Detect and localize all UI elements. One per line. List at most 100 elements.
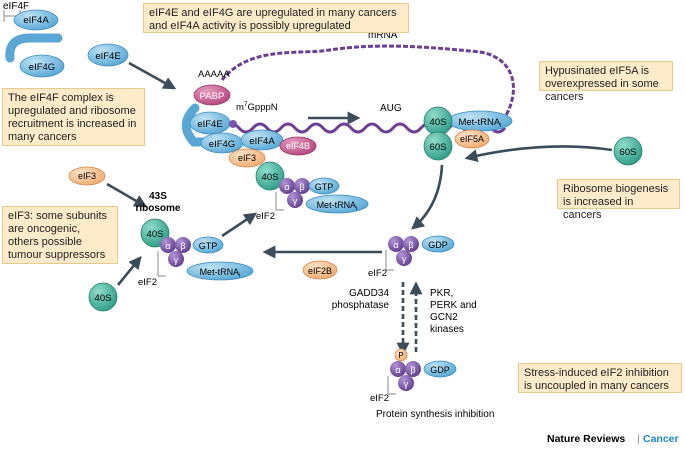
eif3-bound bbox=[228, 148, 266, 168]
eif4f-free-complex: eIF4F eIF4A eIF4G bbox=[3, 1, 65, 78]
eif4a-free-label: eIF4A bbox=[23, 15, 49, 26]
arrow-60s-joining bbox=[464, 145, 613, 162]
80s-met-trna-label: Met-tRNAi bbox=[458, 117, 501, 129]
eif4a-bound bbox=[240, 129, 284, 151]
note-eif4f-complex: The eIF4F complex is upregulated and rib… bbox=[2, 88, 145, 146]
eif4g-free-label: eIF4G bbox=[29, 62, 55, 73]
footer-separator: | bbox=[637, 433, 640, 445]
cap-bound-eif4f: PABP eIF4E m7GpppN eIF4G eIF4A eIF4B eIF… bbox=[181, 84, 317, 168]
svg-text:β: β bbox=[408, 240, 413, 250]
phospho-eif2-gdp: P α β γ GDP eIF2 bbox=[370, 348, 457, 404]
scan-met-trna-label: Met-tRNAi bbox=[317, 200, 358, 212]
svg-text:γ: γ bbox=[293, 196, 298, 206]
eif4b bbox=[279, 136, 317, 156]
cap-structure bbox=[229, 120, 237, 128]
complex-43s: 40S α β γ GTP Met-tRNAi eIF2 bbox=[138, 218, 254, 288]
gdp-label: GDP bbox=[428, 240, 448, 250]
note-stress: Stress-induced eIF2 inhibition is uncoup… bbox=[518, 363, 682, 393]
note-eif3: eIF3: some subunits are oncogenic, other… bbox=[2, 206, 118, 264]
eif2-gdp-label: eIF2 bbox=[368, 268, 387, 279]
gadd34-line1: GADD34 bbox=[349, 288, 389, 299]
scanning-40s bbox=[255, 161, 285, 191]
eif4g-bound-label: eIF4G bbox=[209, 139, 235, 150]
eif4f-label: eIF4F bbox=[3, 1, 29, 12]
eif5a-label: eIF5A bbox=[460, 134, 484, 144]
svg-text:γ: γ bbox=[404, 379, 409, 389]
eif2-gdp: α β γ GDP eIF2 bbox=[368, 235, 455, 279]
arrow-eif4e-to-complex bbox=[128, 61, 177, 90]
scan-beta bbox=[294, 178, 310, 194]
mrna-label: mRNA bbox=[368, 30, 398, 41]
scanning-40s-complex: 40S α β γ GTP Met-tRNAi eIF2 bbox=[255, 161, 369, 222]
complex-43s-40s-label: 40S bbox=[147, 229, 164, 240]
80s-40s-label: 40S bbox=[430, 117, 447, 128]
footer-brand: Nature Reviews bbox=[547, 433, 625, 445]
eif2b: eIF2B bbox=[302, 260, 338, 280]
eif3-free-label: eIF3 bbox=[78, 171, 96, 181]
pabp-label: PABP bbox=[200, 91, 225, 102]
phospho-gdp-label: GDP bbox=[430, 365, 450, 375]
scan-gamma bbox=[287, 192, 303, 208]
svg-text:β: β bbox=[410, 365, 415, 375]
gadd34-line2: phosphatase bbox=[332, 300, 390, 311]
pabp bbox=[193, 84, 231, 106]
eif4g-free bbox=[19, 54, 65, 78]
eif5a bbox=[454, 129, 490, 149]
free-60s-label: 60S bbox=[620, 147, 637, 158]
kinases-line1: PKR, bbox=[430, 288, 453, 299]
svg-text:α: α bbox=[395, 365, 400, 375]
phosphate-label: P bbox=[398, 351, 403, 360]
eif3-bound-label: eIF3 bbox=[238, 153, 256, 163]
80s-60s-label: 60S bbox=[430, 142, 447, 153]
scan-gtp bbox=[308, 177, 340, 195]
free-60s: 60S bbox=[613, 136, 643, 166]
assembled-80s: Met-tRNAi 40S 60S eIF5A bbox=[423, 106, 513, 161]
free-40s-label: 40S bbox=[95, 293, 112, 304]
eif3-free: eIF3 bbox=[68, 166, 106, 186]
eif4e-free-label: eIF4E bbox=[95, 51, 120, 62]
complex-43s-eif2-label: eIF2 bbox=[138, 277, 157, 288]
svg-text:β: β bbox=[180, 241, 185, 251]
note-eif5a: Hypusinated eIF5A is overexpressed in so… bbox=[539, 61, 673, 103]
phospho-eif2-label: eIF2 bbox=[370, 393, 389, 404]
eif4b-label: eIF4B bbox=[286, 141, 310, 151]
ribosome-43s-line1: 43S bbox=[149, 191, 167, 202]
eif4a-bound-label: eIF4A bbox=[249, 136, 275, 147]
svg-text:β: β bbox=[299, 182, 304, 192]
cap-label: m7GpppN bbox=[236, 101, 278, 113]
svg-text:γ: γ bbox=[174, 255, 179, 265]
scan-alpha bbox=[279, 178, 295, 194]
kinases-line2: PERK and bbox=[430, 300, 477, 311]
arrow-43s-to-cap bbox=[221, 212, 258, 238]
free-40s: 40S bbox=[88, 282, 118, 312]
complex-43s-met-trna-label: Met-tRNAi bbox=[200, 267, 241, 279]
eif4e-bound-label: eIF4E bbox=[197, 119, 222, 130]
eif4a-free bbox=[13, 9, 59, 31]
scan-gtp-label: GTP bbox=[315, 182, 334, 192]
arrow-eif3-joining bbox=[106, 182, 148, 208]
arrow-release-eif2 bbox=[411, 164, 444, 230]
scan-met-trna bbox=[305, 194, 369, 214]
aug-label: AUG bbox=[380, 103, 402, 114]
inhibition-label: Protein synthesis inhibition bbox=[376, 409, 494, 420]
polya-label: AAAAA bbox=[198, 69, 230, 80]
80s-60s bbox=[423, 131, 453, 161]
kinases-line3: GCN2 bbox=[430, 312, 458, 323]
footer-journal: Cancer bbox=[643, 433, 679, 445]
phosphate bbox=[394, 348, 408, 362]
note-ribosome-biogenesis: Ribosome biogenesis is increased in canc… bbox=[557, 179, 680, 221]
eif4g-arm bbox=[5, 33, 63, 63]
note-eif4e-eif4g: eIF4E and eIF4G are upregulated in many … bbox=[143, 3, 409, 33]
kinases-line4: kinases bbox=[430, 324, 464, 335]
svg-text:γ: γ bbox=[402, 254, 407, 264]
scan-eif2-label: eIF2 bbox=[256, 211, 275, 222]
eif4e-free: eIF4E bbox=[87, 43, 129, 67]
svg-text:α: α bbox=[284, 182, 289, 192]
eif2b-label: eIF2B bbox=[308, 266, 332, 276]
svg-text:α: α bbox=[165, 241, 170, 251]
svg-text:α: α bbox=[393, 240, 398, 250]
eif4g-arm-bound bbox=[181, 103, 235, 147]
scanning-40s-label: 40S bbox=[262, 172, 279, 183]
